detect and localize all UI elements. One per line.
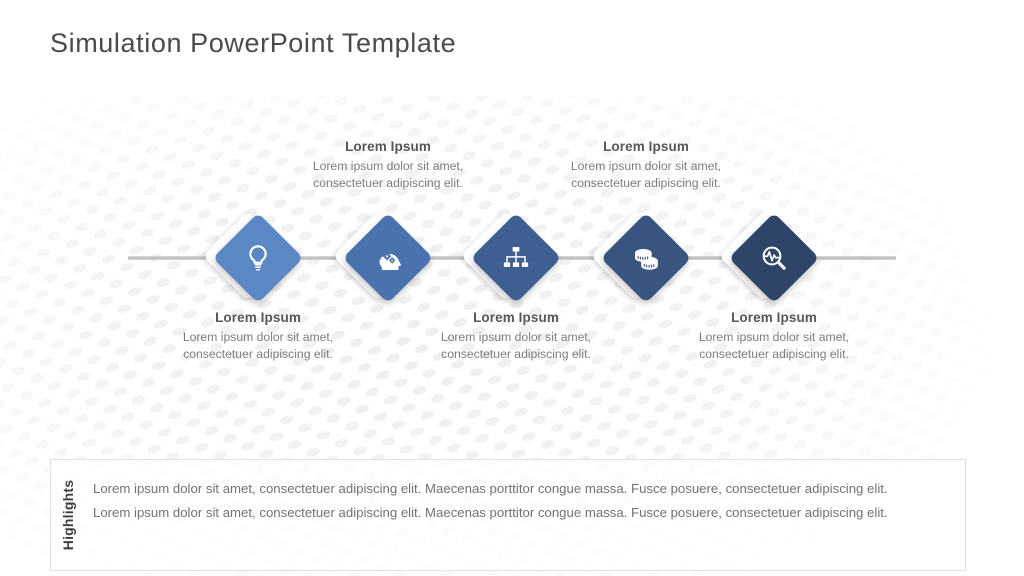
caption-body: Lorem ipsum dolor sit amet, consectetuer… <box>182 330 334 362</box>
diamond-marker[interactable] <box>342 212 434 304</box>
caption-title: Lorem Ipsum <box>603 139 689 154</box>
caption-title: Lorem Ipsum <box>215 310 301 325</box>
diamond-marker[interactable] <box>470 212 562 304</box>
analytics-search-icon <box>742 226 806 290</box>
caption-title: Lorem Ipsum <box>473 310 559 325</box>
highlights-panel: Highlights Lorem ipsum dolor sit amet, c… <box>50 459 966 571</box>
caption-body: Lorem ipsum dolor sit amet, consectetuer… <box>312 159 464 191</box>
caption-body: Lorem ipsum dolor sit amet, consectetuer… <box>440 330 592 362</box>
head-gears-icon <box>356 226 420 290</box>
highlights-label-text: Highlights <box>60 479 76 551</box>
highlights-label: Highlights <box>51 460 85 570</box>
hierarchy-icon <box>484 226 548 290</box>
highlight-item: Lorem ipsum dolor sit amet, consectetuer… <box>93 505 888 521</box>
highlights-body: Lorem ipsum dolor sit amet, consectetuer… <box>85 460 965 570</box>
caption-body: Lorem ipsum dolor sit amet, consectetuer… <box>570 159 722 191</box>
lightbulb-icon <box>226 226 290 290</box>
coins-icon <box>614 226 678 290</box>
caption-title: Lorem Ipsum <box>345 139 431 154</box>
caption-title: Lorem Ipsum <box>731 310 817 325</box>
caption-body: Lorem ipsum dolor sit amet, consectetuer… <box>698 330 850 362</box>
highlight-item: Lorem ipsum dolor sit amet, consectetuer… <box>93 481 888 496</box>
diamond-marker[interactable] <box>212 212 304 304</box>
diamond-marker[interactable] <box>728 212 820 304</box>
page-title: Simulation PowerPoint Template <box>50 28 457 58</box>
diamond-marker[interactable] <box>600 212 692 304</box>
